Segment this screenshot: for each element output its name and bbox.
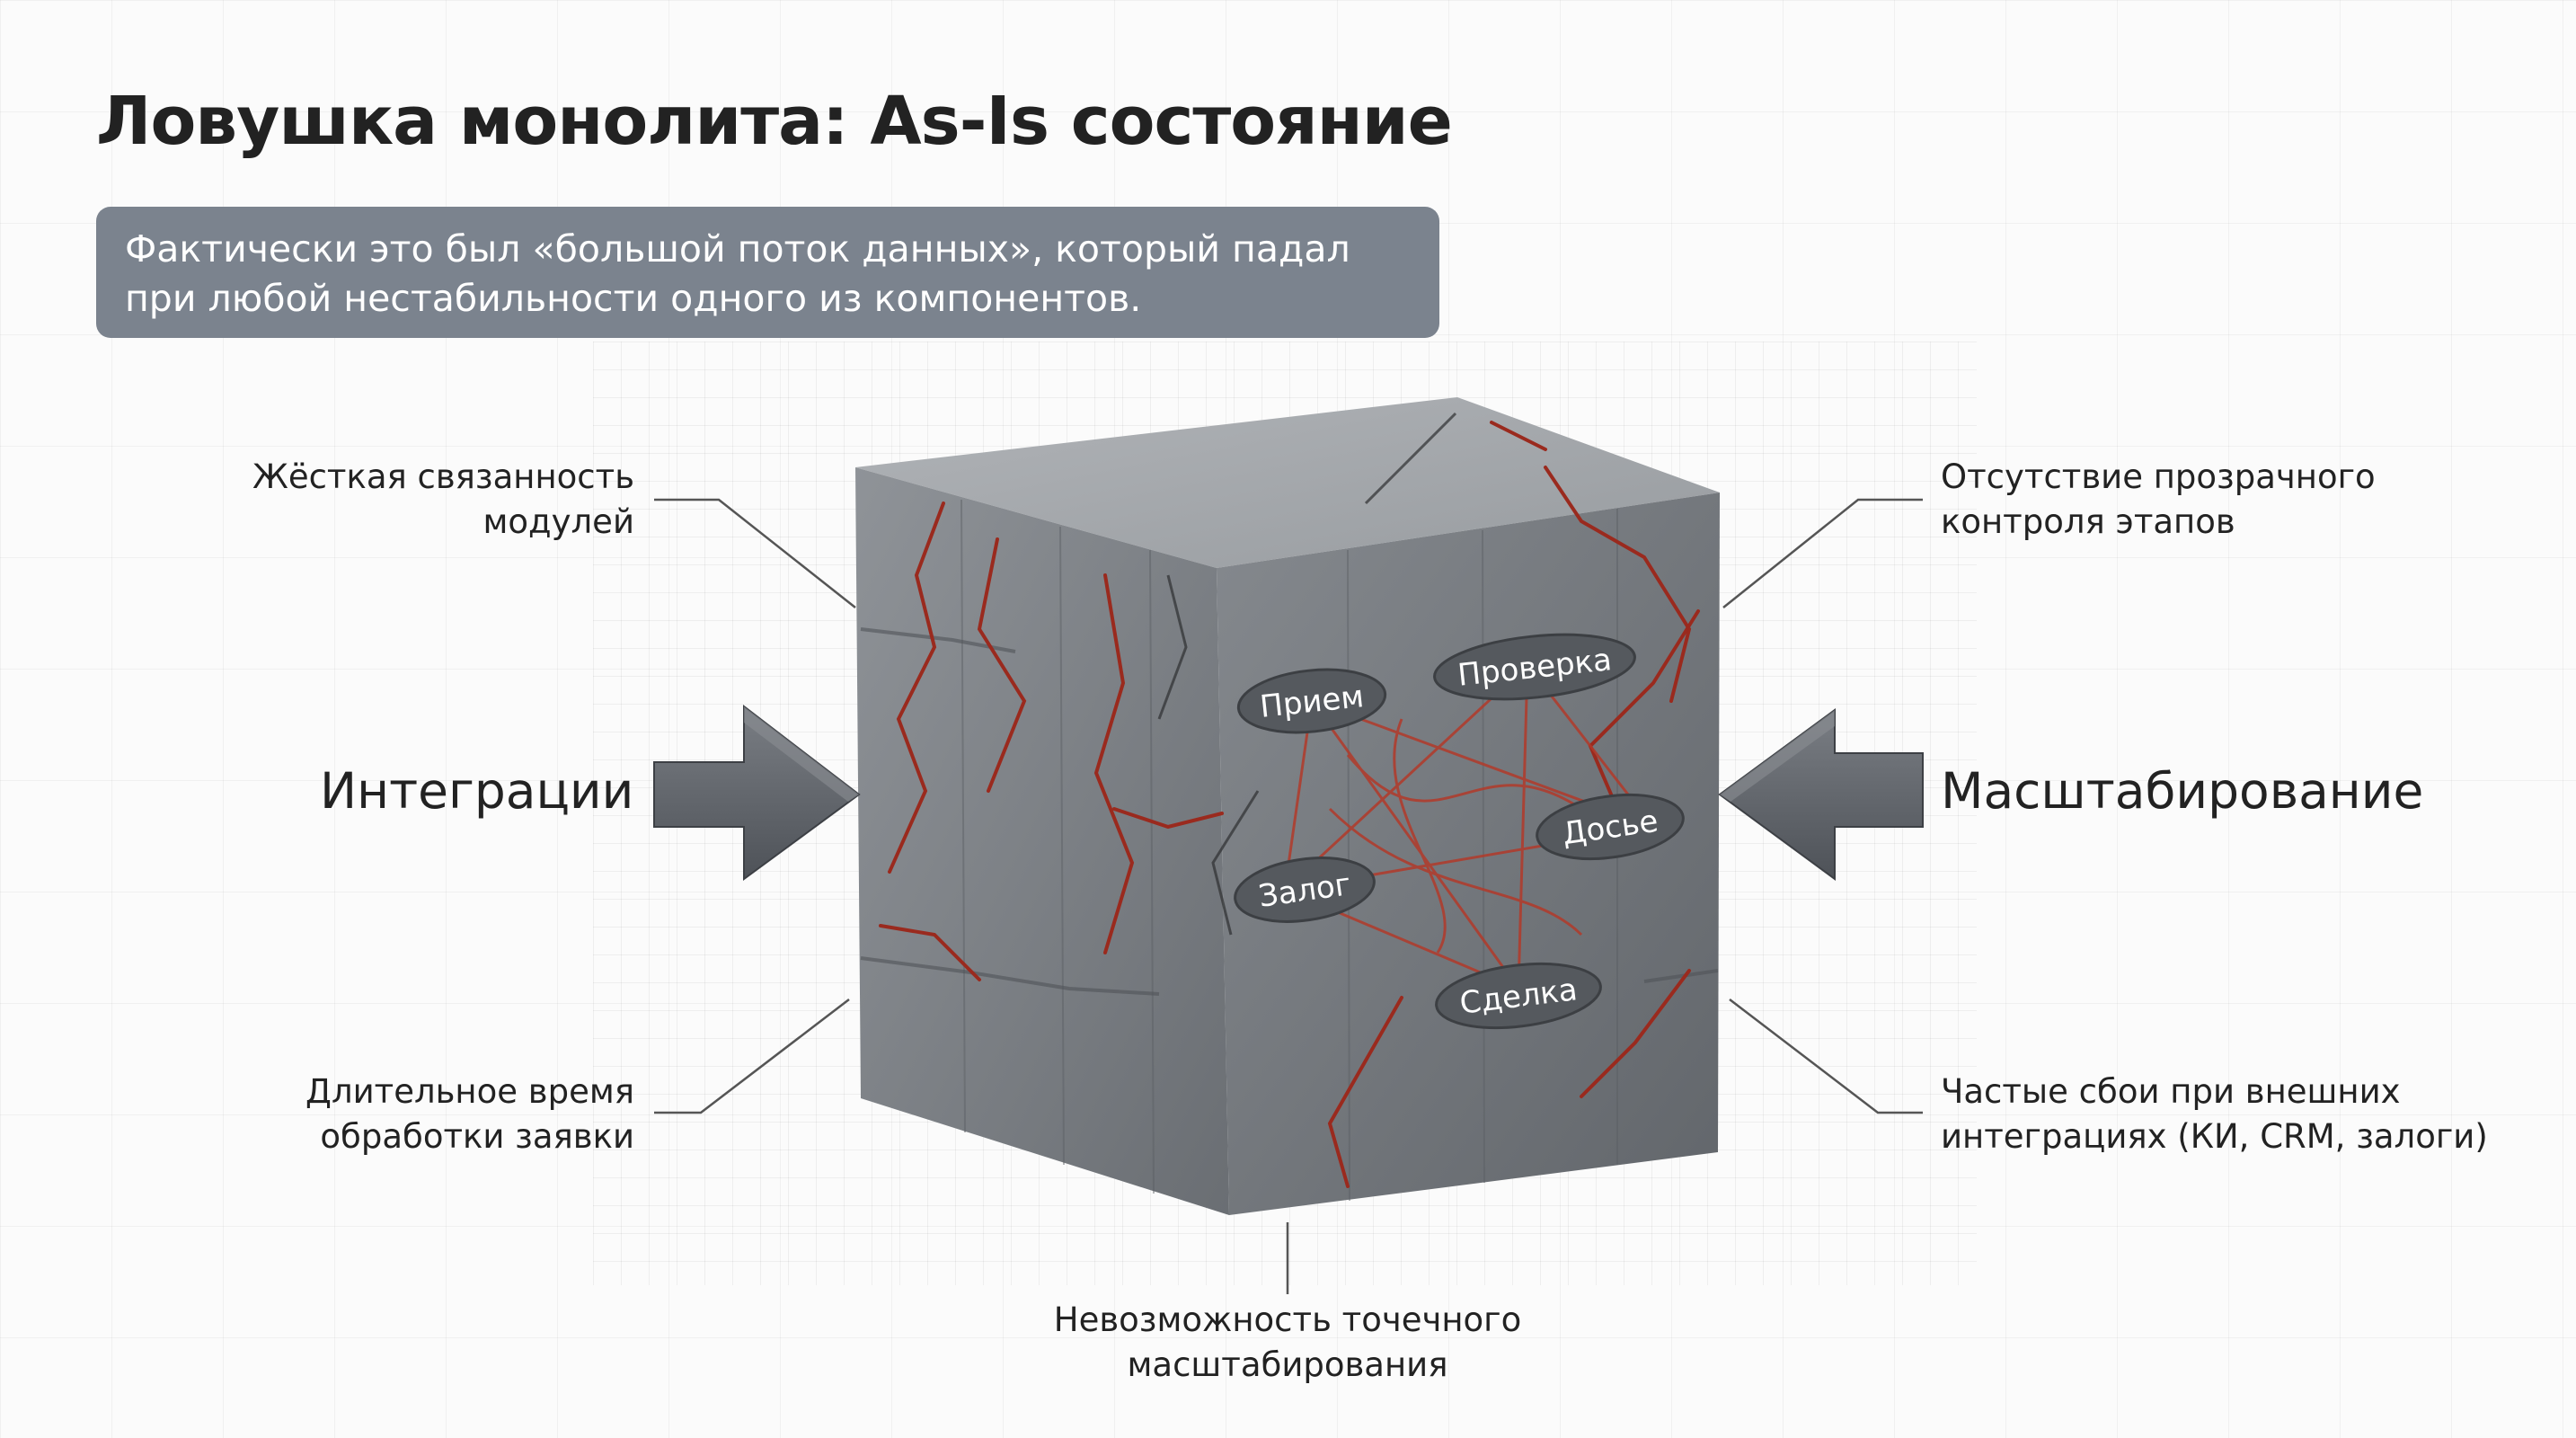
callout-no-point-scaling-line-1: Невозможность точечного [1053,1300,1522,1339]
arrow-right-icon [653,704,861,881]
cube-top-face [855,397,1720,568]
module-collateral-plaque: Залог [1234,857,1376,923]
connector-no-transparency [1722,498,1923,608]
arrow-left-icon [1718,708,1924,881]
callout-frequent-failures-line-2: интеграциях (КИ, CRM, залоги) [1941,1117,2488,1156]
module-check-plaque: Проверка [1433,633,1636,701]
connector-long-processing [654,999,850,1114]
callout-no-transparency-line-1: Отсутствие прозрачного [1941,457,2376,496]
callout-tight-coupling-line-2: модулей [482,502,635,541]
callout-long-processing: Длительное время обработки заявки [199,1070,634,1159]
callout-no-point-scaling: Невозможность точечного масштабирования [973,1298,1602,1388]
module-deal-plaque: Сделка [1435,962,1602,1030]
subtitle-box: Фактически это был «большой поток данных… [96,207,1439,338]
module-intake-plaque: Прием [1236,668,1387,734]
concrete-cube: Прием Проверка Досье Залог Сделка [855,397,1720,1215]
callout-frequent-failures: Частые сбои при внешних интеграциях (КИ,… [1941,1070,2488,1159]
connector-tight-coupling [654,498,856,608]
module-dossier-plaque: Досье [1536,793,1685,861]
callout-frequent-failures-line-1: Частые сбои при внешних [1941,1072,2401,1111]
force-label-scaling: Масштабирование [1941,762,2424,820]
subtitle-line-2: при любой нестабильности одного из компо… [125,277,1142,320]
callout-no-point-scaling-line-2: масштабирования [1127,1345,1448,1384]
force-label-integrations: Интеграции [320,762,634,820]
cube-left-face [855,467,1229,1215]
callout-no-transparency-line-2: контроля этапов [1941,502,2235,541]
page-title: Ловушка монолита: As-Is состояние [96,83,1453,160]
cube-front-face [1217,493,1720,1215]
callout-long-processing-line-2: обработки заявки [320,1117,634,1156]
callout-tight-coupling: Жёсткая связанность модулей [199,455,634,545]
connector-lines [654,498,1923,1294]
callout-long-processing-line-1: Длительное время [305,1072,634,1111]
callout-no-transparency: Отсутствие прозрачного контроля этапов [1941,455,2376,545]
connector-frequent-failures [1729,999,1923,1114]
subtitle-line-1: Фактически это был «большой поток данных… [125,227,1350,271]
callout-tight-coupling-line-1: Жёсткая связанность [252,457,634,496]
